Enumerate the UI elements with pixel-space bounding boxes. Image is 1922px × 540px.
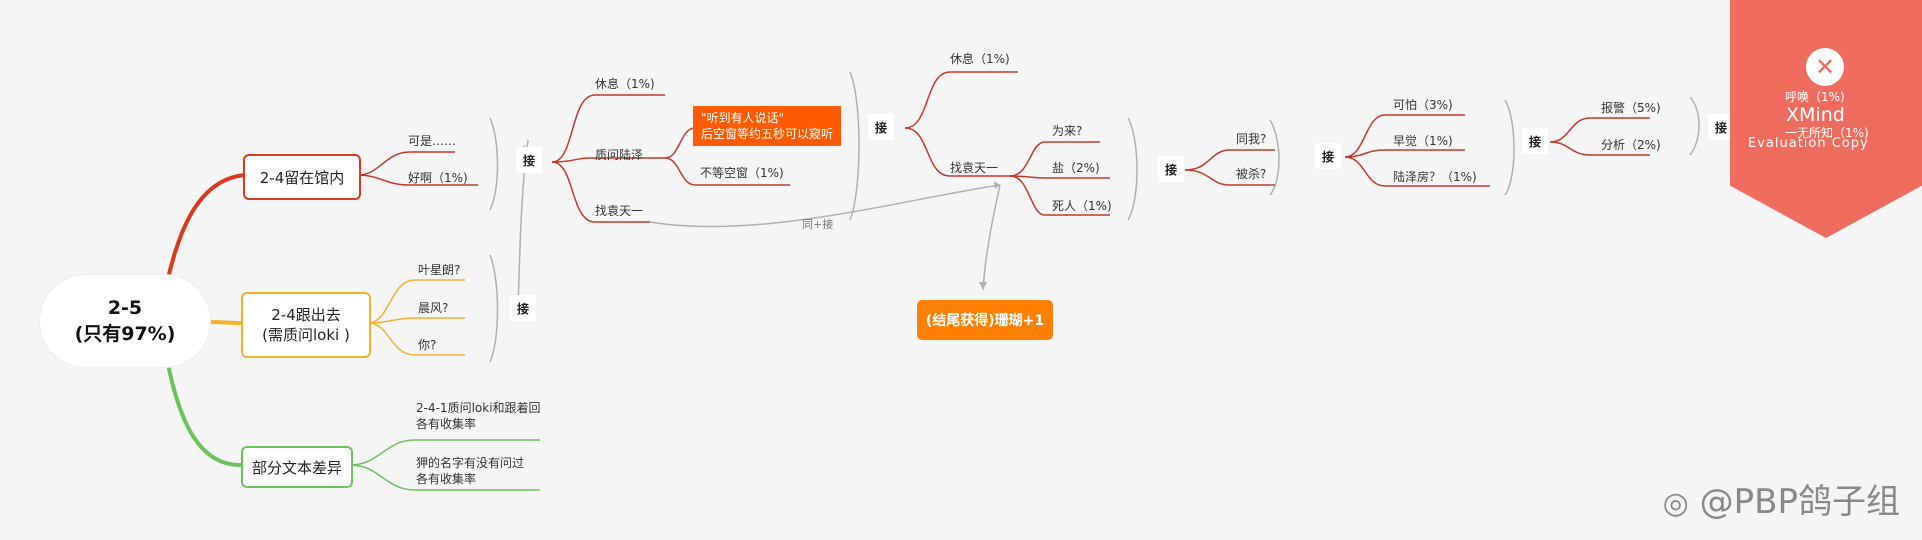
topic-text-diff[interactable]: 部分文本差异 (241, 446, 353, 488)
stay-jie-node[interactable]: 接 (516, 147, 542, 173)
same-jie-label: 同+接 (802, 218, 834, 231)
middle-jie-node[interactable]: 接 (868, 114, 894, 140)
follow-q1: 叶星朗? (418, 263, 461, 277)
stay-question-luze: 质问陆泽 (595, 148, 644, 162)
diff-note-1-line2: 各有收集率 (416, 417, 477, 431)
diff-note-1: 2-4-1质问loki和跟着回 各有收集率 (416, 400, 541, 432)
xmind-evaluation-copy: Evaluation Copy (1748, 136, 1869, 151)
stay-note-line1: "听到有人说话" (701, 111, 785, 125)
diff-note-1-line1: 2-4-1质问loki和跟着回 (416, 401, 541, 415)
xmind-logo-icon: ✕ (1806, 48, 1844, 86)
middle-find-yuan: 找袁天一 (950, 161, 999, 175)
xmind-evaluation-badge (1730, 0, 1922, 238)
follow-jie-node[interactable]: 接 (510, 295, 536, 321)
right-beisha: 被杀? (1236, 167, 1267, 181)
weibo-watermark: ◎ @PBP鸽子组 (1663, 474, 1900, 523)
right-jie-node-4[interactable]: 接 (1708, 114, 1734, 140)
middle-dead: 死人（1%) (1052, 199, 1112, 213)
stay-rest: 休息（1%) (595, 77, 655, 91)
stay-note-callout: "听到有人说话" 后空窗等约五秒可以窥听 (693, 106, 842, 146)
follow-q3: 你? (418, 338, 437, 352)
right-zaojue: 早觉（1%) (1393, 134, 1453, 148)
right-huhuan: 呼唤（1%) (1785, 90, 1845, 104)
right-kepa: 可怕（3%) (1393, 98, 1453, 112)
stay-note-line2: 后空窗等约五秒可以窥听 (701, 127, 834, 141)
xmind-brand: XMind (1786, 104, 1845, 126)
root-title: 2-5 (107, 297, 143, 319)
diff-note-2: 狎的名字有没有问过 各有收集率 (416, 455, 524, 487)
weibo-icon: ◎ (1662, 486, 1689, 521)
diff-note-2-line1: 狎的名字有没有问过 (416, 456, 525, 470)
right-jie-node-2[interactable]: 接 (1315, 143, 1341, 169)
root-subtitle: (只有97%) (74, 323, 176, 345)
topic-stay-in-hall[interactable]: 2-4留在馆内 (243, 154, 361, 200)
follow-q2: 晨风? (418, 301, 449, 315)
right-tongwo: 同我? (1236, 132, 1267, 146)
ending-reward: (结尾获得)珊瑚+1 (917, 300, 1053, 340)
right-luze-room: 陆泽房？（1%) (1393, 170, 1477, 184)
middle-rest: 休息（1%) (950, 52, 1010, 66)
stay-option-kesh: 可是…… (408, 134, 457, 148)
weibo-watermark-text: @PBP鸽子组 (1699, 482, 1900, 522)
right-fenxi: 分析（2%) (1601, 138, 1661, 152)
stay-no-wait: 不等空窗（1%) (700, 166, 784, 180)
topic-follow-out[interactable]: 2-4跟出去 (需质问loki ) (241, 292, 371, 358)
topic-follow-out-line1: 2-4跟出去 (271, 306, 341, 324)
right-jie-node-3[interactable]: 接 (1522, 128, 1548, 154)
stay-find-yuan: 找袁天一 (595, 204, 644, 218)
right-baojing: 报警（5%) (1601, 101, 1661, 115)
topic-follow-out-line2: (需质问loki ) (262, 326, 350, 344)
root-topic[interactable]: 2-5 (只有97%) (40, 275, 210, 367)
right-jie-node-1[interactable]: 接 (1158, 156, 1184, 182)
middle-weilai: 为来? (1052, 124, 1083, 138)
diff-note-2-line2: 各有收集率 (416, 472, 477, 486)
stay-option-haoa: 好啊（1%) (408, 171, 468, 185)
middle-salt: 盐（2%) (1052, 161, 1100, 175)
right-wusuo: 一无所知（1%) (1785, 126, 1869, 140)
